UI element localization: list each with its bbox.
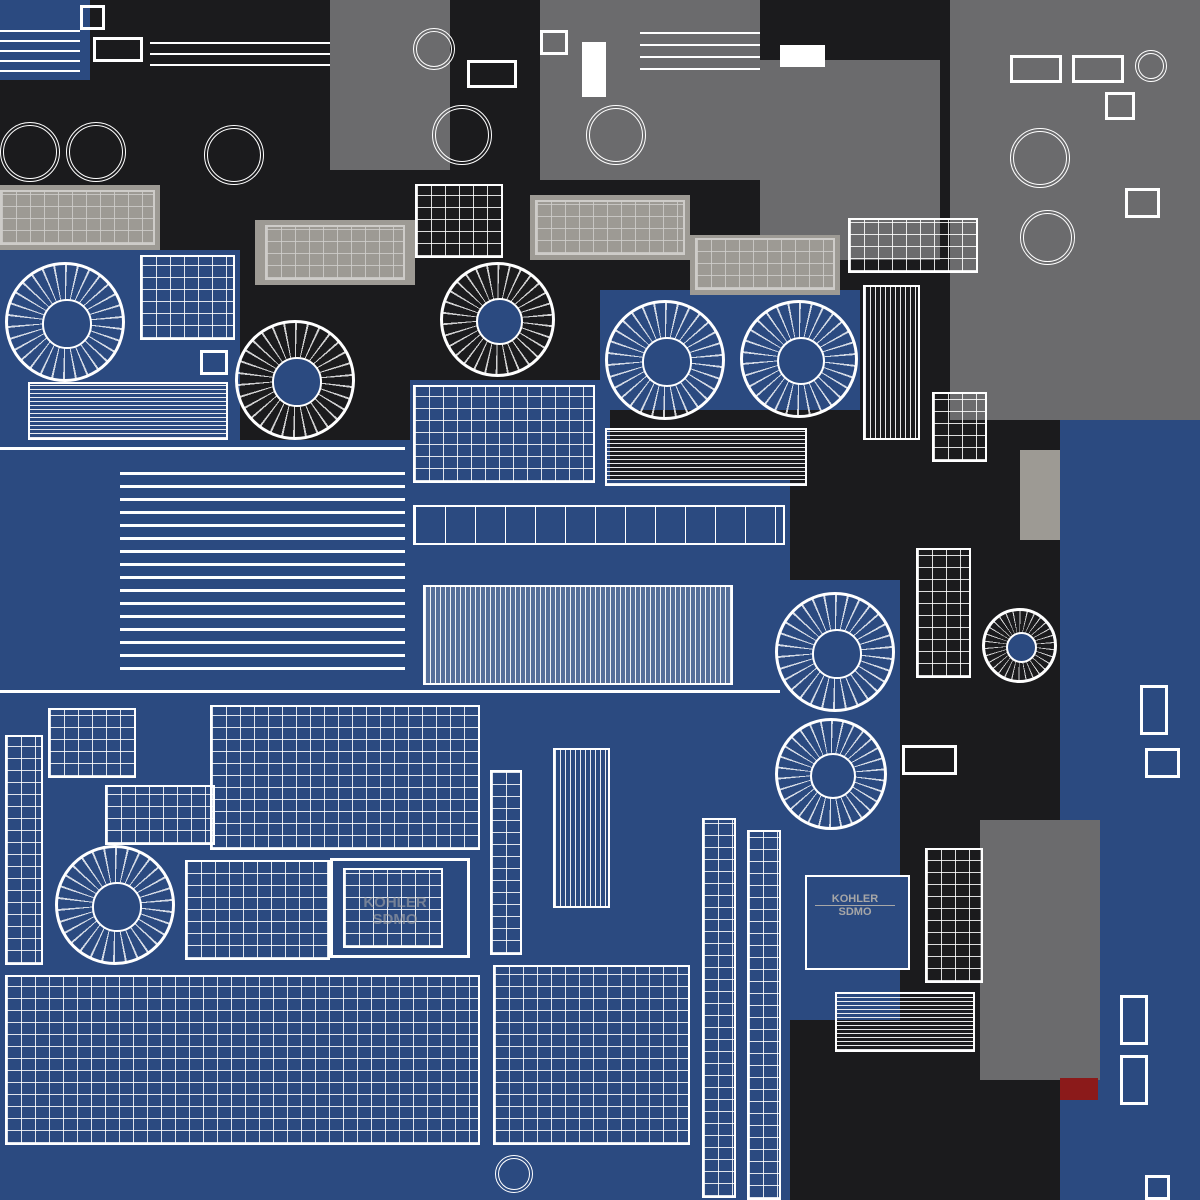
- wire-panel: [423, 585, 733, 685]
- wire-rect: [200, 350, 228, 375]
- white-block: [780, 45, 825, 67]
- wire-panel: [932, 392, 987, 462]
- wheel-mesh: [5, 262, 125, 382]
- strip: [0, 690, 780, 693]
- wire-panel: [835, 992, 975, 1052]
- gray-patch: [980, 820, 1100, 1080]
- ring-mesh: [586, 105, 646, 165]
- wire-panel: [413, 385, 595, 483]
- wire-rect: [467, 60, 517, 88]
- wire-panel: [916, 548, 971, 678]
- white-block: [582, 42, 606, 97]
- strip: [413, 505, 785, 545]
- wire-rect: [540, 30, 568, 55]
- logo-panel: [343, 868, 443, 948]
- kohler-logo: KOHLER SDMO: [815, 893, 895, 918]
- strip: [120, 465, 405, 680]
- wheel-mesh: [775, 592, 895, 712]
- strip: [0, 30, 80, 80]
- wire-rect: [902, 745, 957, 775]
- light-patch: [0, 185, 160, 250]
- wire-rect: [80, 5, 105, 30]
- gray-patch: [540, 0, 760, 180]
- wheel-mesh: [440, 262, 555, 377]
- logo-brand: KOHLER: [363, 894, 427, 911]
- wire-panel: [5, 975, 480, 1145]
- wire-panel: [848, 218, 978, 273]
- wire-rect: [1105, 92, 1135, 120]
- light-patch: [530, 195, 690, 260]
- ring-mesh: [66, 122, 126, 182]
- wire-panel: [535, 200, 685, 255]
- wire-panel: [140, 255, 235, 340]
- wire-rect: [1145, 748, 1180, 778]
- wire-rect: [1145, 1175, 1170, 1200]
- wire-panel: [605, 428, 807, 486]
- wire-rect: [1072, 55, 1124, 83]
- wire-rect: [1120, 995, 1148, 1045]
- strip: [640, 30, 760, 80]
- strip: [150, 40, 330, 75]
- wire-panel: [925, 848, 983, 983]
- wire-rect: [93, 37, 143, 62]
- wire-panel: [493, 965, 690, 1145]
- kohler-logo: KOHLER SDMO: [350, 894, 440, 928]
- wire-panel: [265, 225, 405, 280]
- ring-mesh: [432, 105, 492, 165]
- light-patch: [690, 235, 840, 295]
- wire-panel: [415, 184, 503, 258]
- ring-mesh: [495, 1155, 533, 1193]
- wire-panel: [210, 705, 480, 850]
- logo-panel: [805, 875, 910, 970]
- wire-panel: [702, 818, 736, 1198]
- logo-panel: [330, 858, 470, 958]
- light-patch: [255, 220, 415, 285]
- ring-mesh: [413, 28, 455, 70]
- wire-panel: [48, 708, 136, 778]
- wire-panel: [553, 748, 610, 908]
- strip: [0, 447, 405, 450]
- wire-panel: [105, 785, 215, 845]
- wheel-mesh: [982, 608, 1057, 683]
- wheel-mesh: [605, 300, 725, 420]
- wire-panel: [695, 238, 835, 290]
- logo-brand: KOHLER: [815, 893, 895, 907]
- wire-rect: [1120, 1055, 1148, 1105]
- light-patch: [1020, 450, 1060, 540]
- ring-mesh: [204, 125, 264, 185]
- wire-panel: [185, 860, 330, 960]
- logo-sub: SDMO: [372, 910, 418, 928]
- wire-panel: [747, 830, 781, 1200]
- red-part: [1060, 1078, 1098, 1100]
- wheel-mesh: [55, 845, 175, 965]
- wire-panel: [0, 190, 155, 245]
- wheel-mesh: [235, 320, 355, 440]
- wire-rect: [1125, 188, 1160, 218]
- wire-rect: [1010, 55, 1062, 83]
- ring-mesh: [1010, 128, 1070, 188]
- wire-panel: [28, 382, 228, 440]
- wire-panel: [863, 285, 920, 440]
- ring-mesh: [1020, 210, 1075, 265]
- ring-mesh: [0, 122, 60, 182]
- wheel-mesh: [775, 718, 887, 830]
- wire-panel: [5, 735, 43, 965]
- wire-rect: [1140, 685, 1168, 735]
- ring-mesh: [1135, 50, 1167, 82]
- gray-patch: [330, 0, 450, 170]
- wheel-mesh: [740, 300, 858, 418]
- wire-panel: [490, 770, 522, 955]
- logo-sub: SDMO: [838, 906, 872, 919]
